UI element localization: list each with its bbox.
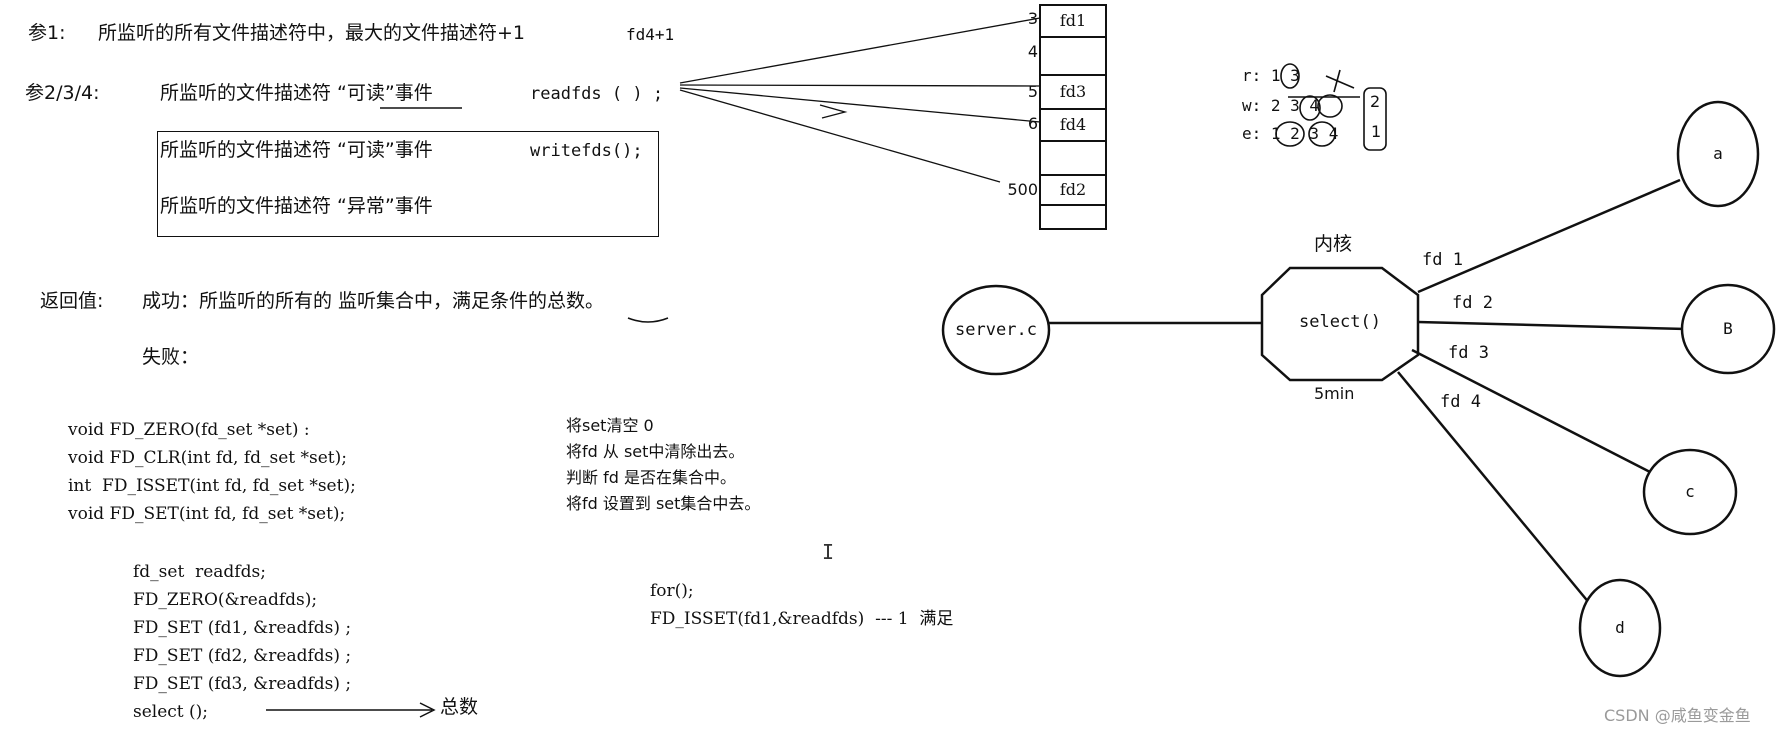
arrow-to-fd2	[679, 89, 1001, 183]
edge-fd1	[1417, 178, 1681, 294]
scribble-r: r: 1 3	[1242, 66, 1300, 85]
timeout-label: 5min	[1314, 384, 1355, 403]
fd-cell-label-fd2: fd2	[1059, 180, 1087, 199]
edge-label-fd3: fd 3	[1448, 343, 1489, 363]
client-label-d: d	[1615, 618, 1625, 637]
client-edges	[1397, 178, 1687, 611]
scribble-w: w: 2 3 4	[1242, 96, 1320, 115]
fd-table	[1039, 4, 1107, 230]
params-box	[157, 131, 659, 237]
example-line-5: FD_SET (fd3, &readfds) ;	[133, 674, 352, 694]
example-line-1: fd_set readfds;	[133, 562, 266, 582]
fd-index-6: 6	[1027, 114, 1038, 133]
readfds-desc: 所监听的文件描述符 “可读”事件	[160, 82, 433, 104]
api-fd-clr: void FD_CLR(int fd, fd_set *set);	[68, 448, 347, 468]
loop-line-1: for();	[650, 581, 694, 601]
text-cursor-icon: I	[822, 540, 835, 564]
select-hexagon	[1260, 266, 1420, 382]
fd-cell-label-fd4: fd4	[1059, 115, 1087, 134]
arrow-to-fd1	[679, 17, 1041, 84]
scribble-marks	[1275, 63, 1387, 151]
csdn-watermark: CSDN @咸鱼变金鱼	[1604, 706, 1751, 725]
client-node-a	[1676, 100, 1760, 208]
desc-fd-clr: 将fd 从 set中清除出去。	[566, 442, 745, 461]
arrow-to-fd4	[679, 87, 1041, 123]
param1-label: 参1:	[28, 22, 66, 44]
writefds-desc: 所监听的文件描述符 “可读”事件	[160, 139, 433, 161]
param1-note: fd4+1	[626, 25, 675, 44]
readfds-arrows	[679, 17, 1041, 183]
scribble-side-top: 2	[1370, 92, 1381, 111]
scribble-e: e: 1 2 3 4	[1242, 124, 1339, 143]
client-node-b	[1680, 283, 1776, 375]
fd-cell-last	[1039, 204, 1107, 230]
loop-line-2: FD_ISSET(fd1,&readfds) --- 1 满足	[650, 609, 954, 629]
return-failure: 失败：	[142, 346, 200, 368]
scribble-side-bottom: 1	[1371, 122, 1382, 141]
arrow-head	[819, 104, 848, 119]
writefds-code: writefds();	[530, 141, 643, 161]
client-label-c: c	[1685, 482, 1695, 501]
total-underline	[627, 317, 669, 323]
fd-cell-4	[1039, 36, 1107, 76]
edge-label-fd1: fd 1	[1422, 250, 1463, 270]
api-fd-isset: int FD_ISSET(int fd, fd_set *set);	[68, 476, 356, 496]
return-success: 成功：所监听的所有的 监听集合中，满足条件的总数。	[142, 290, 605, 312]
edge-fd4	[1397, 371, 1596, 611]
example-line-4: FD_SET (fd2, &readfds) ;	[133, 646, 352, 666]
fd-index-3: 3	[1027, 9, 1038, 28]
desc-fd-isset: 判断 fd 是否在集合中。	[566, 468, 736, 487]
client-label-a: a	[1713, 144, 1723, 163]
total-label: 总数	[440, 696, 479, 718]
client-node-c	[1642, 448, 1738, 536]
api-fd-set: void FD_SET(int fd, fd_set *set);	[68, 504, 346, 524]
exceptfds-desc: 所监听的文件描述符 “异常”事件	[160, 195, 433, 217]
fd-cell-gap	[1039, 140, 1107, 176]
arrow-to-fd3	[679, 84, 1041, 87]
desc-fd-zero: 将set清空 0	[566, 416, 654, 435]
fd-index-4: 4	[1027, 42, 1038, 61]
edge-label-fd4: fd 4	[1440, 392, 1481, 412]
example-line-6: select ();	[133, 702, 209, 722]
readfds-code: readfds ( ) ;	[530, 84, 664, 104]
fd-index-5: 5	[1027, 82, 1038, 101]
api-fd-zero: void FD_ZERO(fd_set *set) :	[68, 420, 310, 440]
server-label: server.c	[955, 320, 1037, 340]
fd-cell-label-fd3: fd3	[1059, 82, 1087, 101]
kernel-label: 内核	[1314, 233, 1353, 255]
total-arrow	[266, 702, 436, 718]
fd-cell-label-fd1: fd1	[1059, 11, 1087, 30]
example-line-2: FD_ZERO(&readfds);	[133, 590, 318, 610]
client-node-d	[1578, 578, 1662, 678]
server-node	[941, 284, 1051, 376]
desc-fd-set: 将fd 设置到 set集合中去。	[566, 494, 761, 513]
example-line-3: FD_SET (fd1, &readfds) ;	[133, 618, 352, 638]
param1-text: 所监听的所有文件描述符中，最大的文件描述符+1	[98, 22, 526, 44]
edge-fd3	[1411, 348, 1651, 474]
edge-label-fd2: fd 2	[1452, 293, 1493, 313]
param234-label: 参2/3/4:	[25, 82, 100, 104]
client-label-b: B	[1723, 319, 1733, 338]
select-label: select()	[1299, 312, 1381, 332]
edge-fd2	[1417, 320, 1687, 331]
fd-index-500: 500	[1007, 180, 1038, 199]
return-label: 返回值:	[40, 290, 104, 312]
